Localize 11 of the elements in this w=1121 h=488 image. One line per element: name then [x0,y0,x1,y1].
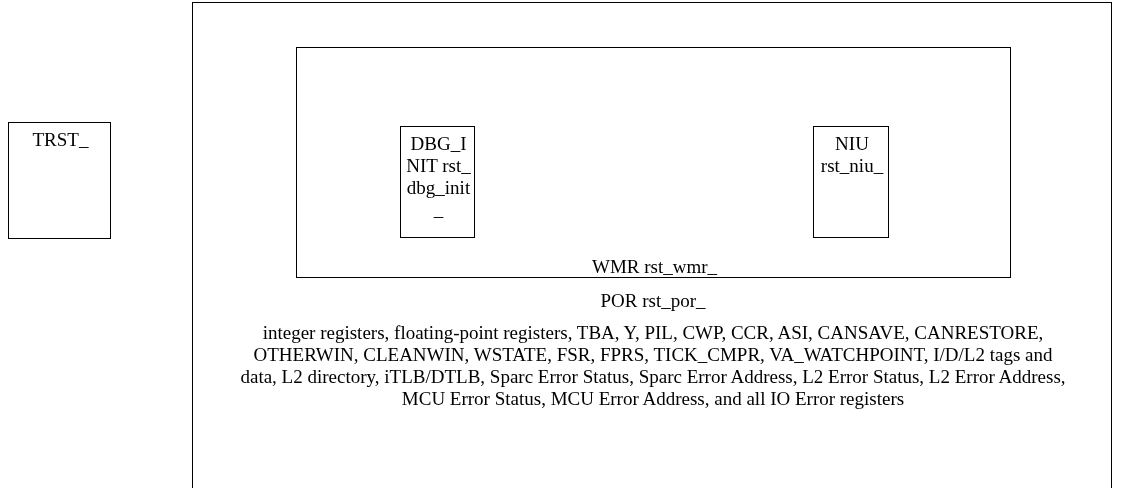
reset-domain-box [296,47,1011,278]
reset-domain-box [192,2,1112,488]
reset-label: WMR rst_wmr_ [590,256,719,278]
reset-domain-box [813,126,889,238]
reset-box [8,122,111,239]
register-list-text: integer registers, floating-point registers, TBA, Y, PIL, CWP, CCR, ASI, CANSAVE, CANRESTORE, OTHERWIN, CLEANWIN, WSTATE, FSR, FPRS, TICK_CMPR, VA_WATCHPOINT, I/D/L2 tags and data, L2 directory, iTLB/DTLB, Sparc Error Status, Sparc Error Address, L2 Error Status, L2 Error Address, MCU Error Status, MCU Error Address, and all IO Error registers [239,322,1067,410]
reset-label: DBG_INIT rst_dbg_init_ [405,133,472,221]
reset-label: TRST_ [31,129,90,151]
reset-label: POR rst_por_ [599,290,707,312]
reset-label: NIU rst_niu_ [819,133,885,177]
reset-domain-box [400,126,475,238]
